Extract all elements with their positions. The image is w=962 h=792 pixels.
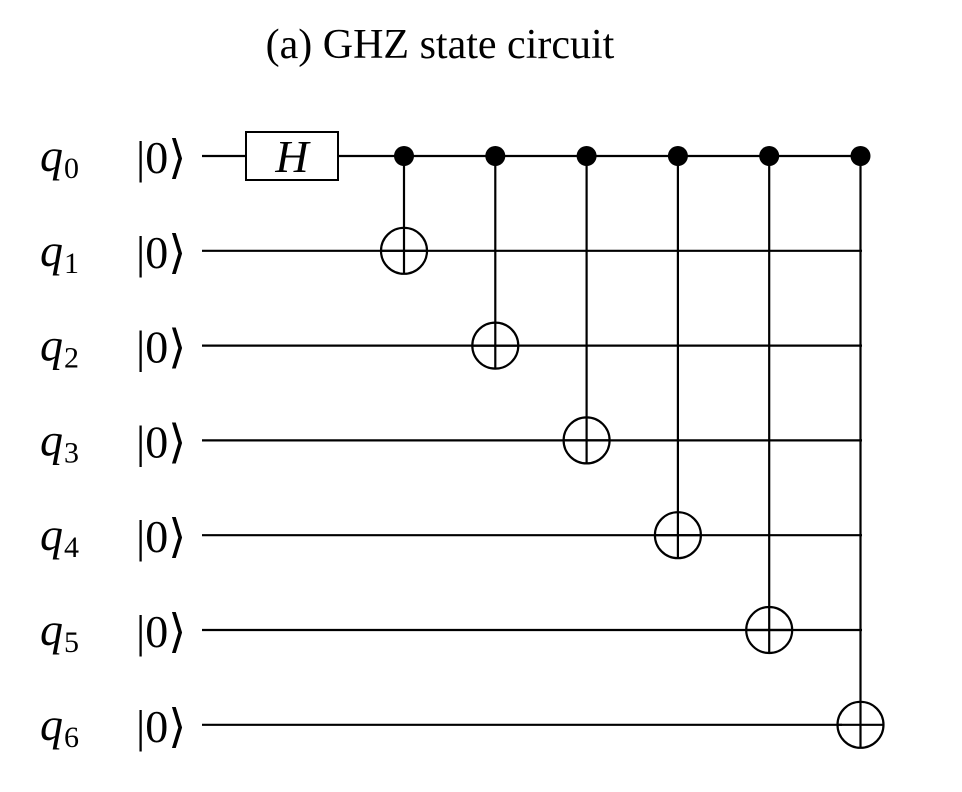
qubit-label: q [40,130,63,181]
hadamard-gate-label: H [274,131,311,182]
cnot-control-dot [850,146,871,166]
qubit-label: q [40,225,63,276]
hadamard-gate-box [245,131,339,181]
initial-state-ket: |0⟩ [136,701,186,752]
qubit-index: 2 [64,342,79,375]
qubit-label: q [40,699,63,750]
qubit-label: q [40,414,63,465]
initial-state-ket: |0⟩ [136,227,186,278]
qubit-index: 3 [64,436,79,469]
cnot-control-dot [394,146,414,166]
qubit-label: q [40,509,63,560]
initial-state-ket: |0⟩ [136,511,186,562]
qubit-label: q [40,320,63,371]
qubit-index: 1 [64,247,79,280]
qubit-index: 4 [64,531,79,564]
initial-state-ket: |0⟩ [136,416,186,467]
initial-state-ket: |0⟩ [136,606,186,657]
diagram-title: (a) GHZ state circuit [266,22,615,68]
qubit-wires [202,154,862,726]
cnot-control-dot [576,146,597,166]
cnot-control-dot [485,146,506,166]
cnot-control-dot [759,146,780,166]
initial-state-ket: |0⟩ [136,322,186,373]
qubit-index: 5 [64,626,79,659]
qubit-index: 6 [64,721,79,754]
cnot-control-dot [667,146,688,166]
initial-state-ket: |0⟩ [136,132,186,183]
qubit-label: q [40,604,63,655]
circuit-gates: H [245,131,885,749]
qubit-index: 0 [64,152,79,185]
